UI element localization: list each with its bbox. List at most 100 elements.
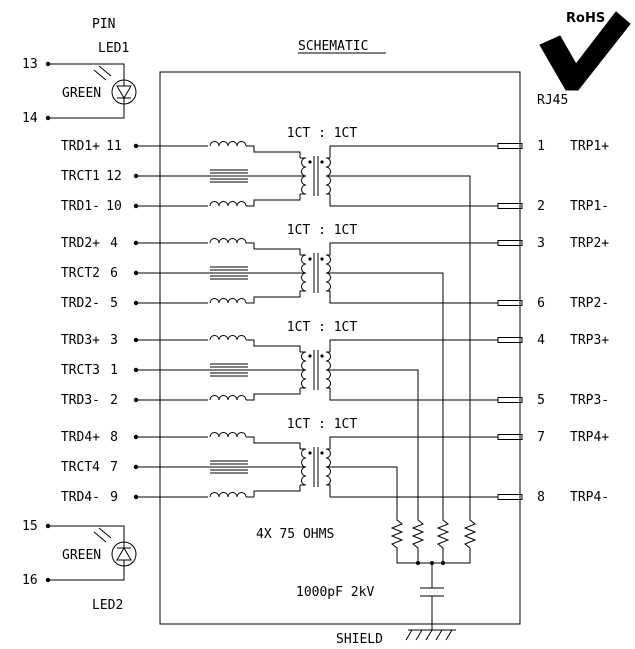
resistor-icon [390, 516, 404, 556]
choke-coil-icon [209, 492, 247, 498]
channel-2-ratio: 1CT : 1CT [287, 223, 358, 238]
channel-1-right-pin: 2 [537, 199, 545, 214]
channel-1-left-pin: 11 [106, 139, 122, 154]
channel-4-left-signal: TRD4- [61, 490, 100, 505]
led2-diode-icon [116, 547, 132, 561]
choke-coil-icon [209, 335, 247, 341]
choke-coil-icon [209, 395, 247, 401]
channel-3-ratio: 1CT : 1CT [287, 320, 358, 335]
channel-1-left-pin: 10 [106, 199, 122, 214]
channel-4-right-signal: TRP4+ [570, 430, 609, 445]
led1-name: LED1 [98, 41, 129, 56]
polarity-dot-icon [308, 160, 312, 164]
channel-wire [246, 485, 301, 498]
rj45-pad [497, 494, 523, 500]
channel-3-right-signal: TRP3+ [570, 333, 609, 348]
channel-1-left-signal: TRD1+ [61, 139, 100, 154]
channel-3-left-signal: TRD3- [61, 393, 100, 408]
resistor-label: 4X 75 OHMS [256, 527, 334, 542]
channel-3-left-signal: TRCT3 [61, 363, 100, 378]
channel-1-right-signal: TRP1+ [570, 139, 609, 154]
polarity-dot-icon [320, 160, 324, 164]
resistor-icon [463, 516, 477, 556]
channel-wire [246, 436, 301, 449]
channel-2-left-pin: 4 [110, 236, 118, 251]
rj45-pad [497, 203, 523, 209]
led2-group: 15 16 GREEN LED2 [22, 519, 137, 613]
channel-3-right-pin: 4 [537, 333, 545, 348]
choke-coil-icon [209, 201, 247, 207]
channel-2-left-signal: TRD2- [61, 296, 100, 311]
channel-wire [326, 339, 498, 353]
rj45-pad [497, 300, 523, 306]
channel-2-left-signal: TRD2+ [61, 236, 100, 251]
resistor-icon [411, 516, 425, 556]
channel-ct-wire [326, 466, 398, 516]
channel-2-right-signal: TRP2+ [570, 236, 609, 251]
led1-pin-bottom: 14 [22, 111, 38, 126]
led2-light-arrow-icon [98, 527, 112, 539]
led2-color: GREEN [62, 548, 101, 563]
channel-4-right-pin: 8 [537, 490, 545, 505]
rohs-checkmark-icon: RoHS [539, 11, 631, 91]
shield-ground-hatch [405, 629, 413, 641]
polarity-dot-icon [308, 354, 312, 358]
channel-2-left-signal: TRCT2 [61, 266, 100, 281]
capacitor-label: 1000pF 2kV [296, 585, 374, 600]
channel-wire [246, 194, 301, 207]
channel-2-left-pin: 6 [110, 266, 118, 281]
led2-name: LED2 [92, 598, 123, 613]
choke-coil-icon [209, 298, 247, 304]
choke-coil-icon [209, 141, 247, 147]
polarity-dot-icon [320, 257, 324, 261]
channel-4-left-signal: TRCT4 [61, 460, 100, 475]
channel-1-right-pin: 1 [537, 139, 545, 154]
channel-wire [246, 242, 301, 255]
led1-diode-icon [116, 85, 132, 99]
channel-wire [246, 388, 301, 401]
channel-2-left-pin: 5 [110, 296, 118, 311]
led1-light-arrow-icon [93, 69, 107, 81]
channel-1-ratio: 1CT : 1CT [287, 126, 358, 141]
polarity-dot-icon [320, 451, 324, 455]
channel-4-left-pin: 9 [110, 490, 118, 505]
channel-1-left-signal: TRD1- [61, 199, 100, 214]
channel-ct-wire [326, 175, 471, 516]
led1-color: GREEN [62, 86, 101, 101]
choke-coil-icon [209, 432, 247, 438]
rohs-label: RoHS [566, 11, 605, 26]
led2-pin-bottom: 16 [22, 573, 38, 588]
led2-wire-top [48, 525, 125, 542]
channel-ct-wire [326, 369, 419, 516]
channel-1-right-signal: TRP1- [570, 199, 609, 214]
shield-ground-hatch [445, 629, 453, 641]
channel-2-right-pin: 6 [537, 296, 545, 311]
channel-4-ratio: 1CT : 1CT [287, 417, 358, 432]
rj45-pad [497, 337, 523, 343]
channel-4-right-pin: 7 [537, 430, 545, 445]
rj45-pad [497, 143, 523, 149]
channel-1-left-pin: 12 [106, 169, 122, 184]
module-outline [159, 71, 521, 625]
rj45-pad [497, 397, 523, 403]
choke-coil-icon [209, 238, 247, 244]
channel-wire [326, 436, 498, 450]
channel-wire [326, 387, 498, 401]
channel-3-left-pin: 2 [110, 393, 118, 408]
channel-wire [246, 339, 301, 352]
rj45-pad [497, 434, 523, 440]
channel-3-left-pin: 1 [110, 363, 118, 378]
shield-ground-hatch [425, 629, 433, 641]
led1-group: LED1 13 14 GREEN [22, 41, 137, 126]
resistor-icon [436, 516, 450, 556]
channel-wire [326, 193, 498, 207]
shield-ground-hatch [435, 629, 443, 641]
channel-4-left-pin: 8 [110, 430, 118, 445]
channel-4-left-signal: TRD4+ [61, 430, 100, 445]
shield-ground-hatch [415, 629, 423, 641]
